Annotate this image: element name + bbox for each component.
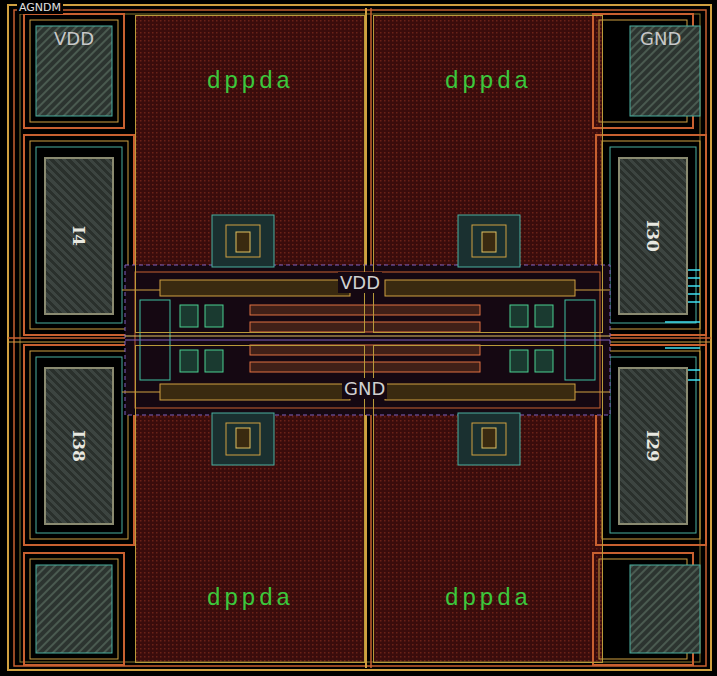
cell-name: AGNDM [17,1,63,14]
pad-name: I30 [643,220,663,252]
device-region: dppda [373,15,603,333]
net-name: GND [342,378,387,399]
region-name: dppda [444,68,531,95]
pin-name: VDD [52,28,96,49]
net-name: VDD [338,272,382,293]
bond-pad: I29 [618,367,688,525]
region-name: dppda [206,68,293,95]
device-region: dppda [135,345,365,663]
pad-name: I4 [69,226,89,246]
bond-pad: I4 [44,157,114,315]
bond-pad: I30 [618,157,688,315]
pad-name: I38 [69,430,89,462]
region-name: dppda [444,585,531,612]
pin-name: GND [638,28,683,49]
pad-name: I29 [643,430,663,462]
bond-pad: I38 [44,367,114,525]
device-region: dppda [373,345,603,663]
region-name: dppda [206,585,293,612]
device-region: dppda [135,15,365,333]
